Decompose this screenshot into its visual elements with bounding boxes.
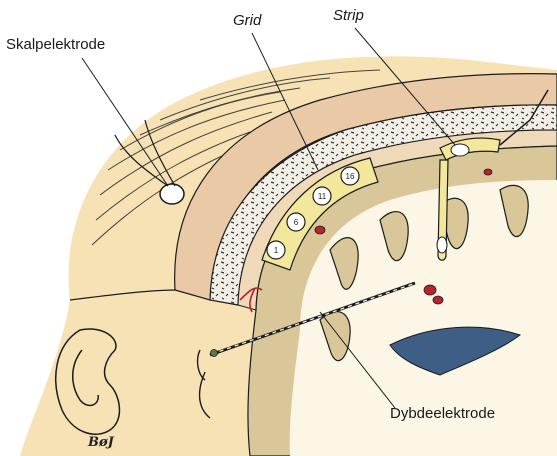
- label-depth-electrode: Dybdeelektrode: [390, 406, 495, 421]
- grid-contact-label-11: 11: [318, 192, 327, 201]
- grid-contact-1: 1: [267, 241, 285, 259]
- label-grid: Grid: [233, 13, 261, 28]
- grid-contact-label-6: 6: [294, 218, 299, 227]
- label-scalp-electrode: Skalpelektrode: [6, 37, 105, 52]
- grid-contact-label-1: 1: [274, 246, 279, 255]
- grid-contact-6: 6: [287, 213, 305, 231]
- label-strip: Strip: [333, 8, 364, 23]
- grid-contact-16: 16: [341, 167, 359, 185]
- artist-signature: BøJ: [87, 435, 115, 450]
- grid-contact-11: 11: [313, 187, 331, 205]
- grid-contact-label-16: 16: [346, 172, 355, 181]
